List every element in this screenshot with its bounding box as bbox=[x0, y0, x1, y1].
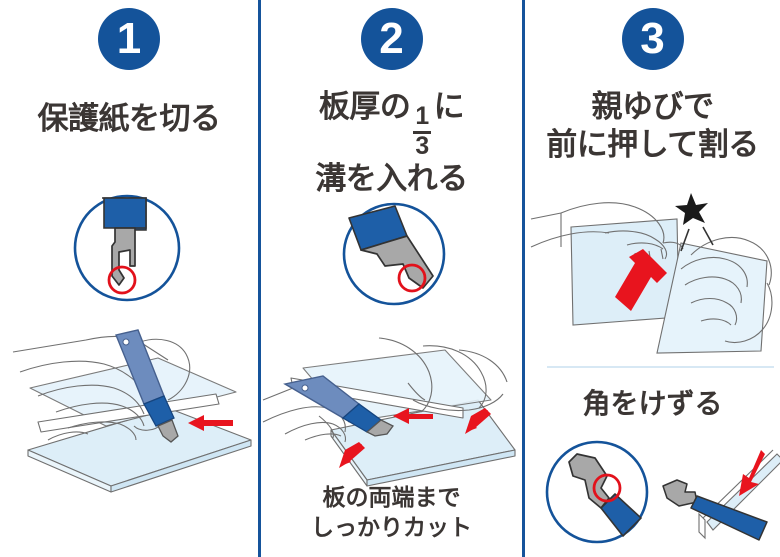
fraction-denominator: 3 bbox=[413, 131, 431, 161]
illustration-chamfer-edge bbox=[655, 444, 780, 549]
panel-title-2-prefix: 板厚の bbox=[318, 89, 411, 124]
panel-step-1: 1 保護紙を切る bbox=[0, 0, 258, 557]
arrow-chamfer-direction bbox=[739, 450, 765, 496]
panel-3-sub-title-text: 角をけずる bbox=[582, 388, 723, 419]
illustration-cut-protective-paper bbox=[8, 300, 258, 495]
panel-title-2-line-2: 溝を入れる bbox=[315, 161, 468, 197]
step-number-badge-1: 1 bbox=[98, 8, 160, 70]
board-right-half bbox=[656, 242, 768, 354]
panel-3-sub-title: 角をけずる bbox=[525, 382, 780, 422]
arrow-right-end bbox=[465, 408, 491, 434]
fraction-numerator: 1 bbox=[415, 103, 429, 131]
step-number-3: 3 bbox=[640, 14, 665, 63]
cutter-blade-chamfer bbox=[568, 453, 642, 537]
cutter-blade-vertical bbox=[102, 197, 147, 286]
red-highlight-circle bbox=[107, 265, 137, 295]
blade-tip-detail-inset-1 bbox=[62, 190, 192, 310]
section-divider bbox=[547, 366, 774, 368]
illustration-snap-board bbox=[530, 185, 780, 357]
cutter-blade-angled bbox=[348, 205, 434, 289]
arrow-cut-direction bbox=[188, 415, 233, 431]
step-number-badge-2: 2 bbox=[360, 8, 423, 70]
panel-2-caption-line-2: しっかりカット bbox=[311, 513, 472, 540]
step-number-badge-3: 3 bbox=[621, 8, 684, 70]
panel-title-3: 親ゆびで 前に押して割る bbox=[525, 88, 780, 165]
arrow-score-direction bbox=[393, 408, 433, 424]
cutter-knife bbox=[283, 375, 394, 437]
cutter-blade bbox=[662, 479, 768, 541]
panel-title-3-line-2: 前に押して割る bbox=[546, 127, 759, 163]
panel-2-caption: 板の両端まで しっかりカット bbox=[261, 483, 522, 543]
panel-title-1-line-1: 保護紙を切る bbox=[37, 101, 222, 136]
blade-chamfer-detail-inset bbox=[545, 436, 655, 551]
cutter-knife bbox=[115, 329, 179, 443]
red-highlight-circle bbox=[592, 473, 622, 503]
arrow-push-up bbox=[615, 249, 667, 311]
arrow-left-end bbox=[339, 442, 365, 468]
panel-step-3: 3 親ゆびで 前に押して割る bbox=[522, 0, 780, 557]
panel-2-caption-line-1: 板の両端まで bbox=[322, 484, 461, 510]
step-number-2: 2 bbox=[379, 14, 404, 63]
illustration-score-groove bbox=[262, 337, 523, 488]
panel-title-2-suffix: に bbox=[433, 89, 465, 124]
red-highlight-circle bbox=[397, 263, 427, 293]
step-number-1: 1 bbox=[116, 14, 142, 63]
break-star-icon bbox=[675, 193, 714, 252]
panel-title-1: 保護紙を切る bbox=[0, 100, 258, 138]
blade-angle-detail-inset-2 bbox=[299, 196, 459, 321]
panel-title-3-line-1: 親ゆびで bbox=[591, 89, 715, 124]
